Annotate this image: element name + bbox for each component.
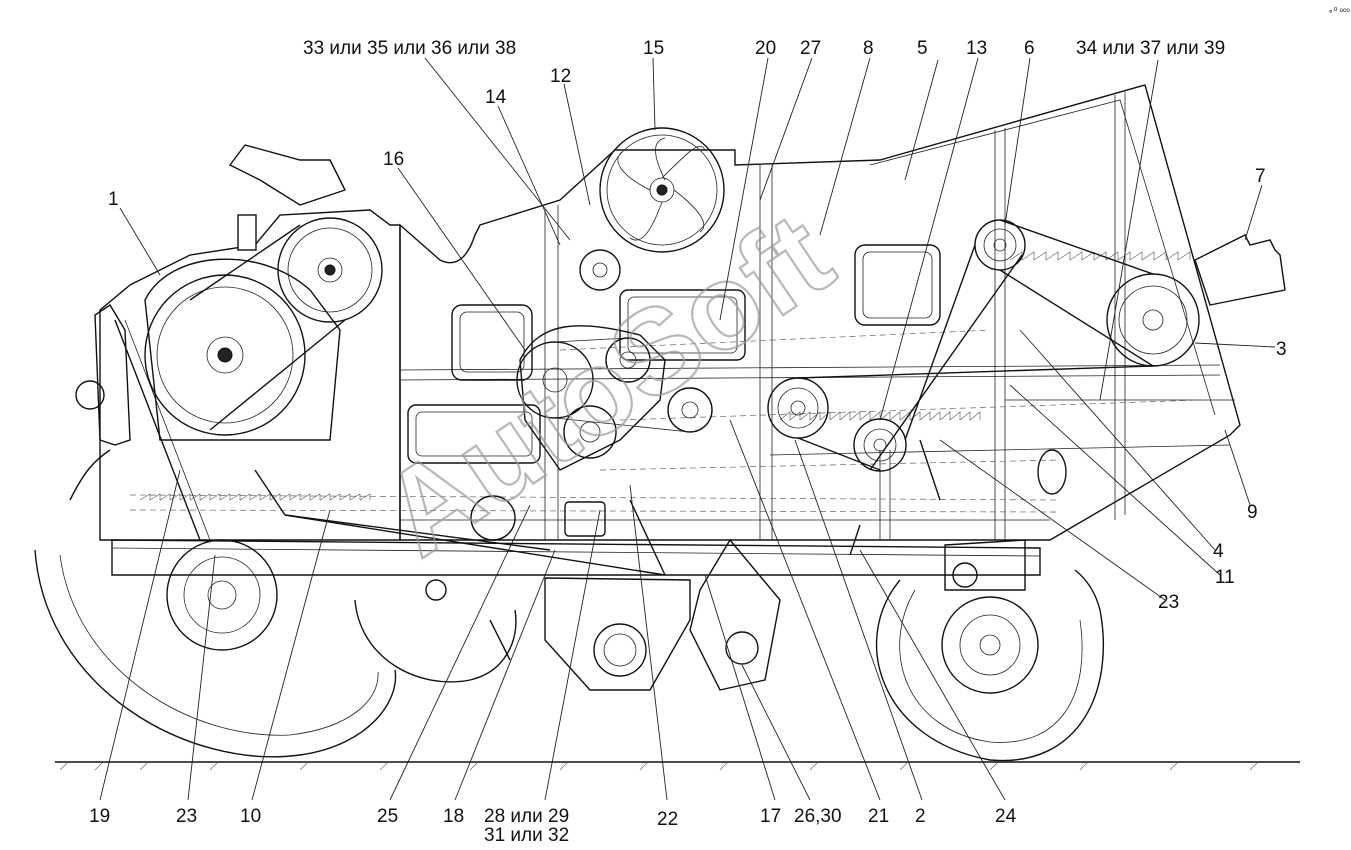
callout-9: 9 bbox=[1247, 502, 1258, 523]
lower-linkages bbox=[254, 439, 1026, 691]
callout-25: 25 bbox=[377, 806, 398, 827]
callout-15: 15 bbox=[643, 38, 664, 59]
callout-4: 4 bbox=[1213, 541, 1224, 562]
front-linkage bbox=[69, 144, 346, 541]
leader-lines bbox=[99, 57, 1276, 801]
reel-wheel bbox=[599, 127, 725, 253]
callout-1: 1 bbox=[108, 189, 119, 210]
callout-3: 3 bbox=[1276, 339, 1287, 360]
callout-23-left: 23 bbox=[176, 806, 197, 827]
rear-chute bbox=[1194, 234, 1286, 306]
callout-17: 17 bbox=[760, 806, 781, 827]
callout-34: 34 или 37 или 39 bbox=[1076, 38, 1225, 59]
callout-10: 10 bbox=[240, 806, 261, 827]
inspection-windows bbox=[407, 244, 1067, 495]
callout-labels: 1 33 или 35 или 36 или 38 12 15 20 27 8 … bbox=[89, 38, 1287, 846]
callout-6: 6 bbox=[1024, 38, 1035, 59]
callout-20: 20 bbox=[755, 38, 776, 59]
callout-7: 7 bbox=[1255, 166, 1266, 187]
callout-8: 8 bbox=[863, 38, 874, 59]
callout-19: 19 bbox=[89, 806, 110, 827]
callout-33: 33 или 35 или 36 или 38 bbox=[303, 38, 516, 59]
front-wheel bbox=[34, 539, 517, 758]
callout-28: 28 или 29 bbox=[484, 806, 569, 827]
callout-26: 26,30 bbox=[794, 806, 842, 827]
callout-27: 27 bbox=[800, 38, 821, 59]
callout-18: 18 bbox=[443, 806, 464, 827]
callout-16: 16 bbox=[383, 149, 404, 170]
callout-22: 22 bbox=[657, 809, 678, 830]
upper-pulley bbox=[189, 217, 383, 431]
callout-24: 24 bbox=[995, 806, 1017, 827]
callout-13: 13 bbox=[966, 38, 987, 59]
corner-mark: ∘⁰ ᵒᵒᵒ bbox=[1328, 6, 1351, 16]
engine-pulley bbox=[144, 258, 341, 441]
callout-2: 2 bbox=[915, 806, 926, 827]
rear-wheel bbox=[875, 569, 1104, 762]
callout-5: 5 bbox=[917, 38, 928, 59]
callout-23-right: 23 bbox=[1158, 592, 1179, 613]
callout-14: 14 bbox=[485, 87, 507, 108]
callout-12: 12 bbox=[550, 66, 571, 87]
callout-21: 21 bbox=[868, 806, 889, 827]
callout-11: 11 bbox=[1215, 567, 1235, 588]
callout-31: 31 или 32 bbox=[484, 825, 569, 846]
drive-belts bbox=[554, 219, 1154, 471]
ground-line bbox=[55, 761, 1300, 771]
